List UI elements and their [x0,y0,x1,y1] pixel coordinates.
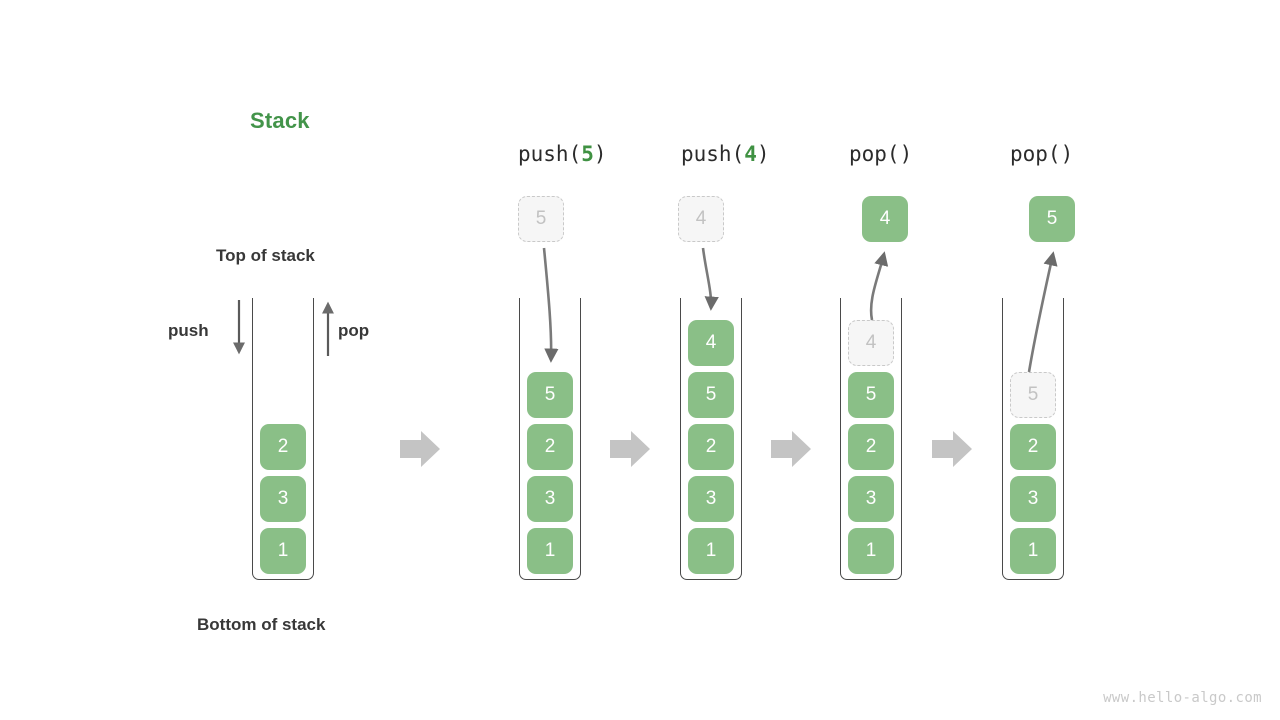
caption-arg: 5 [581,142,594,166]
step-arrow [610,431,650,467]
stack-cell: 1 [848,528,894,574]
caption-fn: push( [681,142,745,166]
stack-cell: 3 [1010,476,1056,522]
popped-element: 5 [1029,196,1075,242]
stack-cell: 5 [848,372,894,418]
stack-cell: 3 [527,476,573,522]
stack-cell: 1 [688,528,734,574]
caption-close: ) [756,142,770,166]
stack-cell: 3 [260,476,306,522]
caption-push-5: push(5) [518,142,607,166]
stack-cell: 1 [1010,528,1056,574]
top-of-stack-label: Top of stack [216,246,315,265]
stack-cell: 1 [260,528,306,574]
caption-fn: push( [518,142,582,166]
incoming-element: 5 [518,196,564,242]
stack-cell: 4 [688,320,734,366]
stack-cell: 4 [848,320,894,366]
page-title: Stack [250,108,310,133]
pop-label: pop [338,321,370,340]
stack-cell: 2 [527,424,573,470]
stack-container-push-5 [519,298,581,580]
stack-container-pop-5 [1002,298,1064,580]
stack-cell: 2 [1010,424,1056,470]
incoming-element: 4 [678,196,724,242]
caption-fn: pop( [1010,142,1061,166]
stack-container-pop-4 [840,298,902,580]
popped-element: 4 [862,196,908,242]
stack-cell: 5 [688,372,734,418]
caption-arg: 4 [744,142,757,166]
bottom-of-stack-label: Bottom of stack [197,615,326,634]
stack-cell: 3 [848,476,894,522]
stack-container-push-4 [680,298,742,580]
stack-cell: 3 [688,476,734,522]
step-arrow [932,431,972,467]
step-arrow [771,431,811,467]
stack-cell: 2 [688,424,734,470]
stack-cell: 5 [1010,372,1056,418]
caption-pop-5: pop() [1010,142,1073,166]
watermark: www.hello-algo.com [1103,690,1262,706]
caption-push-4: push(4) [681,142,770,166]
caption-fn: pop( [849,142,900,166]
stack-cell: 5 [527,372,573,418]
caption-close: ) [593,142,607,166]
stack-container-initial [252,298,314,580]
caption-close: ) [899,142,913,166]
caption-close: ) [1060,142,1074,166]
stack-cell: 1 [527,528,573,574]
push-label: push [168,321,209,340]
caption-pop-4: pop() [849,142,912,166]
step-arrow [400,431,440,467]
stack-cell: 2 [260,424,306,470]
stack-cell: 2 [848,424,894,470]
